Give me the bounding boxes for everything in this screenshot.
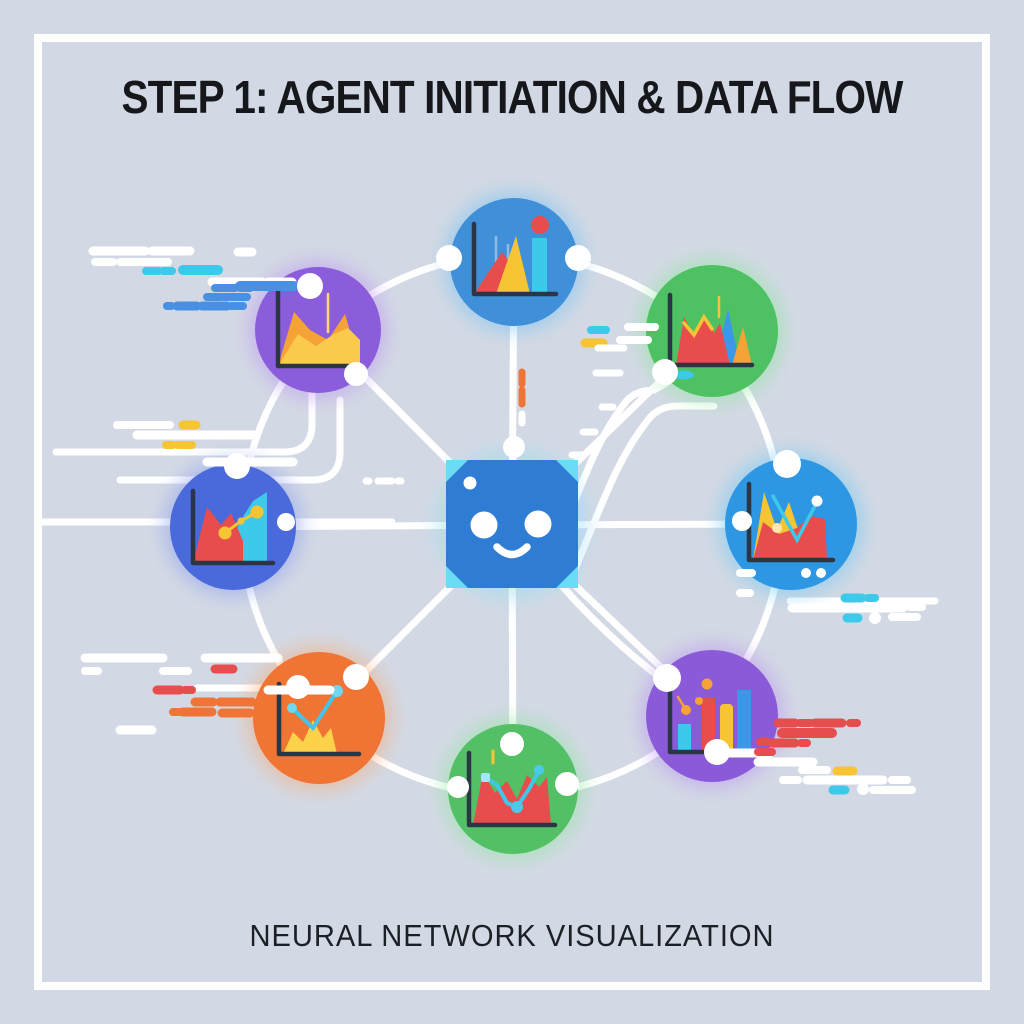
junction-dot — [286, 675, 310, 699]
hub-body — [446, 460, 578, 588]
mini-chart-icon-mountain-dots — [190, 488, 276, 566]
junction-dot — [343, 664, 369, 690]
circuit-wire-5 — [558, 582, 662, 680]
hub-eye-left — [470, 511, 498, 539]
junction-dot — [344, 362, 368, 386]
junction-dot — [857, 783, 869, 795]
agent-core-robot — [446, 446, 578, 588]
mini-chart-icon-area-bar — [471, 216, 559, 297]
junction-dot — [652, 359, 678, 385]
junction-dot — [436, 245, 462, 271]
chart-node-bottom — [443, 719, 583, 859]
junction-dot — [297, 273, 323, 299]
junction-dot — [653, 664, 681, 692]
mini-chart-icon-mountain-line — [275, 287, 363, 369]
junction-dot — [816, 568, 826, 578]
junction-dot — [277, 513, 295, 531]
hub-eye-right — [524, 510, 552, 538]
junction-dot — [555, 772, 579, 796]
mini-chart-icon-dual-area-line — [746, 481, 836, 563]
junction-dot — [732, 511, 752, 531]
junction-dot — [500, 732, 524, 756]
page-title: STEP 1: AGENT INITIATION & DATA FLOW — [121, 71, 904, 123]
junction-dot — [773, 450, 801, 478]
junction-dot — [869, 612, 881, 624]
chart-node-left — [165, 459, 301, 595]
junction-dot — [801, 568, 811, 578]
junction-dot — [704, 739, 730, 765]
hub-smile — [493, 543, 531, 559]
circuit-wire-4 — [568, 402, 718, 580]
circuit-wire-0 — [52, 382, 316, 456]
footer-caption: NEURAL NETWORK VISUALIZATION — [249, 918, 775, 953]
mini-chart-icon-bars-scatter — [667, 675, 759, 755]
mini-chart-icon-peaks-line — [466, 749, 558, 828]
chart-node-right — [720, 453, 862, 595]
chart-node-bottom-left — [248, 647, 390, 789]
junction-dot — [447, 776, 469, 798]
chart-node-top — [445, 193, 583, 331]
junction-dot — [565, 245, 591, 271]
circuit-wire-1 — [116, 396, 344, 484]
junction-dot — [224, 453, 250, 479]
hub-highlight-dot — [463, 476, 477, 490]
